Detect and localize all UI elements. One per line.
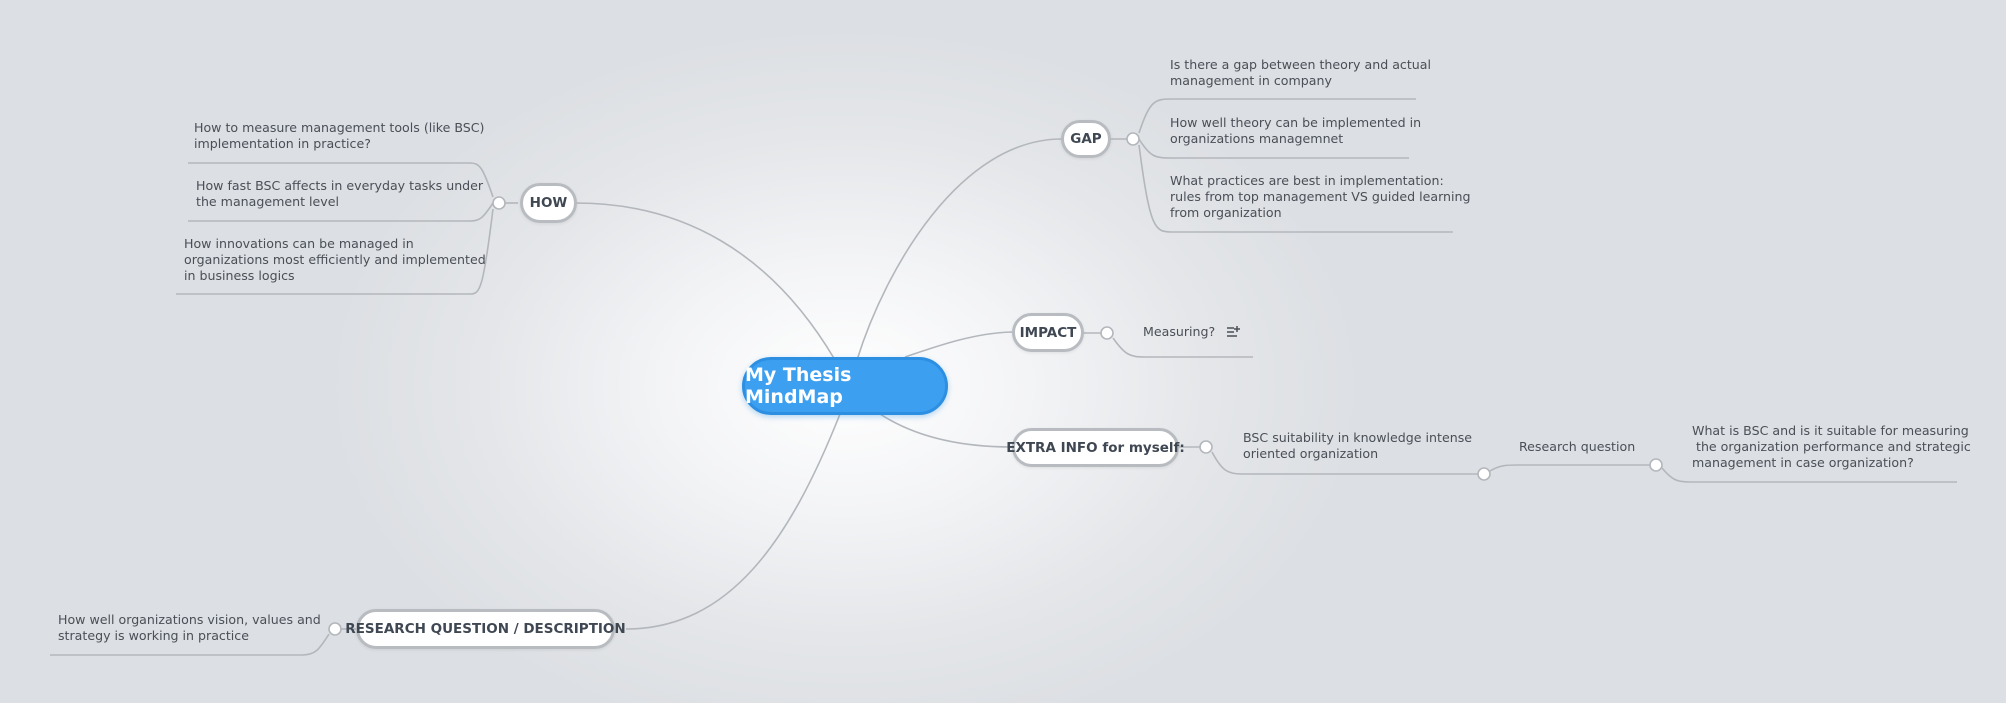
how-subtopic-3[interactable]: How innovations can be managed in organi…: [184, 236, 486, 283]
research-subtopic-1[interactable]: How well organizations vision, values an…: [58, 612, 321, 643]
gap-collapse-knob-icon[interactable]: [1126, 132, 1140, 146]
topic-extra-info-label: EXTRA INFO for myself:: [1006, 439, 1185, 456]
extra-subtopic-what-is-bsc[interactable]: What is BSC and is it suitable for measu…: [1692, 423, 1971, 470]
gap-subtopic-3[interactable]: What practices are best in implementatio…: [1170, 173, 1471, 220]
how-subtopic-1[interactable]: How to measure management tools (like BS…: [194, 120, 485, 151]
link-central-extra: [879, 413, 1013, 448]
gap-subtopic-1[interactable]: Is there a gap between theory and actual…: [1170, 57, 1431, 88]
extra-collapse-knob-icon[interactable]: [1199, 440, 1213, 454]
topic-how[interactable]: HOW: [520, 183, 577, 223]
central-topic[interactable]: My Thesis MindMap: [742, 357, 948, 415]
link-central-impact: [904, 331, 1013, 358]
extra-child-collapse-knob-icon[interactable]: [1477, 467, 1491, 481]
link-central-how: [575, 202, 836, 361]
topic-impact[interactable]: IMPACT: [1012, 313, 1084, 352]
topic-extra-info[interactable]: EXTRA INFO for myself:: [1006, 428, 1185, 467]
link-central-research: [625, 413, 841, 630]
central-topic-label: My Thesis MindMap: [745, 364, 852, 408]
note-icon[interactable]: [1226, 325, 1240, 339]
topic-how-label: HOW: [529, 195, 568, 211]
extra-grandchild-collapse-knob-icon[interactable]: [1649, 458, 1663, 472]
how-subtopic-2[interactable]: How fast BSC affects in everyday tasks u…: [196, 178, 484, 209]
research-collapse-knob-icon[interactable]: [328, 622, 342, 636]
impact-collapse-knob-icon[interactable]: [1100, 326, 1114, 340]
extra-subtopic-research-question[interactable]: Research question: [1519, 439, 1636, 454]
extra-subtopic-bsc-suitability[interactable]: BSC suitability in knowledge intense ori…: [1243, 430, 1472, 461]
topic-gap-label: GAP: [1070, 131, 1102, 147]
link-central-gap: [856, 138, 1064, 361]
how-collapse-knob-icon[interactable]: [492, 196, 506, 210]
topic-impact-label: IMPACT: [1019, 324, 1077, 341]
topic-research-question-label: RESEARCH QUESTION / DESCRIPTION: [345, 621, 626, 637]
gap-subtopic-2[interactable]: How well theory can be implemented in or…: [1170, 115, 1422, 146]
topic-research-question[interactable]: RESEARCH QUESTION / DESCRIPTION: [345, 609, 626, 649]
impact-subtopic-measuring[interactable]: Measuring?: [1143, 324, 1216, 339]
topic-gap[interactable]: GAP: [1061, 120, 1111, 158]
